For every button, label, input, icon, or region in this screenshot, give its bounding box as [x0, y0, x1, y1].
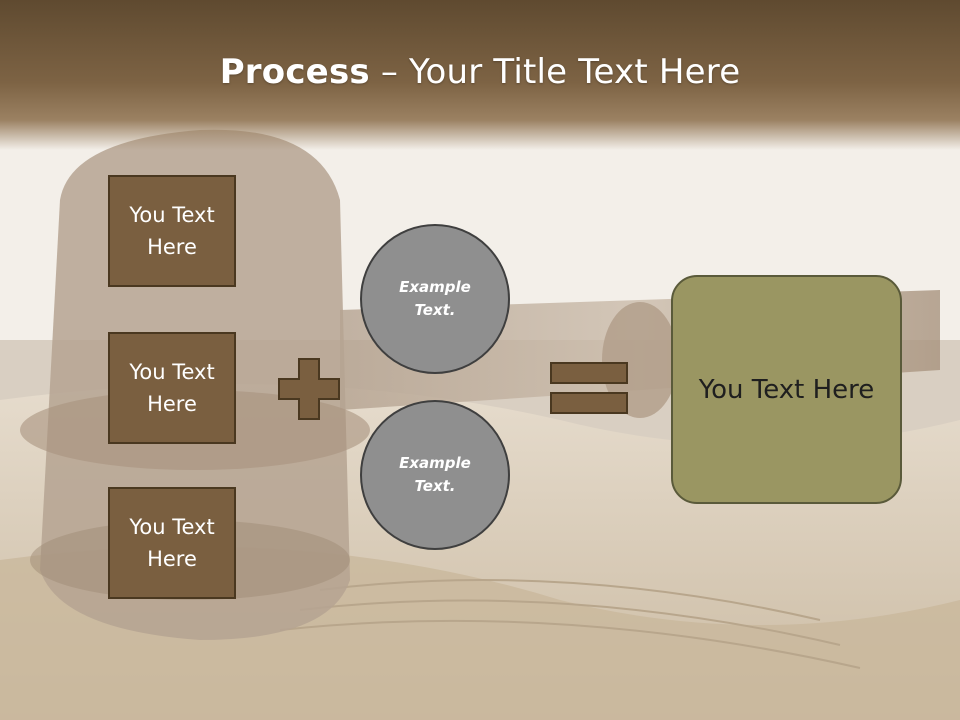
title-rest: – Your Title Text Here [369, 52, 741, 92]
process-box-2[interactable]: You Text Here [108, 332, 236, 444]
example-circle-2[interactable]: Example Text. [360, 400, 510, 550]
equals-icon [550, 362, 628, 414]
result-label: You Text Here [698, 374, 875, 405]
title-bold: Process [219, 52, 370, 92]
slide-title: Process – Your Title Text Here [0, 52, 960, 92]
title-band [0, 0, 960, 150]
example-circle-1[interactable]: Example Text. [360, 224, 510, 374]
process-box-label: You Text Here [129, 203, 215, 259]
process-box-1[interactable]: You Text Here [108, 175, 236, 287]
example-circle-label: Example Text. [399, 278, 471, 319]
process-box-label: You Text Here [129, 360, 215, 416]
example-circle-label: Example Text. [399, 454, 471, 495]
result-box[interactable]: You Text Here [671, 275, 902, 504]
plus-icon [278, 358, 340, 420]
process-box-3[interactable]: You Text Here [108, 487, 236, 599]
process-box-label: You Text Here [129, 515, 215, 571]
